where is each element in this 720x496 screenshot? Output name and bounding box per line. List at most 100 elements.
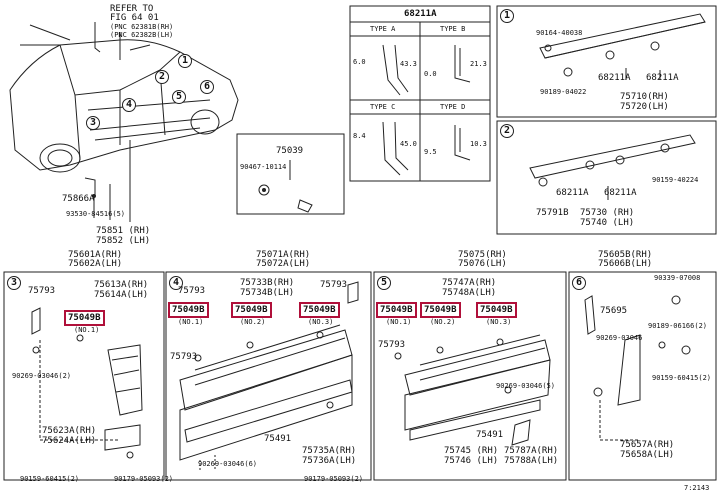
- section-5-number: 5: [377, 276, 391, 290]
- part-75735a[interactable]: 75735A(RH): [302, 446, 357, 456]
- s4-part-90179[interactable]: 90179-05093(2): [304, 475, 364, 483]
- part-75720[interactable]: 75720(LH): [620, 102, 669, 112]
- s4-no2: (NO.2): [240, 318, 266, 326]
- part-75624a[interactable]: 75624A(LH): [42, 436, 97, 446]
- section-5-head-rh[interactable]: 75075(RH): [458, 250, 507, 260]
- part-75614a[interactable]: 75614A(LH): [94, 290, 149, 300]
- part-75736a[interactable]: 75736A(LH): [302, 456, 357, 466]
- part-75730[interactable]: 75730 (RH): [580, 208, 635, 218]
- s5-part-75049b-1[interactable]: 75049B: [376, 302, 417, 318]
- part-68211a-3[interactable]: 68211A: [556, 188, 589, 198]
- s3-no1: (NO.1): [74, 326, 100, 334]
- s4-part-75793-b[interactable]: 75793: [320, 280, 348, 290]
- part-90189[interactable]: 90189-04022: [540, 88, 587, 96]
- s4-part-75491[interactable]: 75491: [264, 434, 292, 444]
- type-b-dim2: 21.3: [470, 60, 487, 68]
- s4-no3: (NO.3): [308, 318, 334, 326]
- part-93530[interactable]: 93530-84516(5): [66, 210, 126, 218]
- type-c-dim2: 45.0: [400, 140, 417, 148]
- type-table-title[interactable]: 68211A: [404, 9, 437, 19]
- s4-part-75049b-1[interactable]: 75049B: [168, 302, 209, 318]
- part-90339[interactable]: 90339-07008: [654, 274, 701, 282]
- section-4-number: 4: [169, 276, 183, 290]
- type-b-label: TYPE B: [440, 25, 466, 33]
- part-75740[interactable]: 75740 (LH): [580, 218, 635, 228]
- s4-part-90269[interactable]: 90269-03046(6): [198, 460, 258, 468]
- s4-part-75049b-2[interactable]: 75049B: [231, 302, 272, 318]
- part-75039[interactable]: 75039: [276, 146, 304, 156]
- section-4-head-lh[interactable]: 75072A(LH): [256, 259, 311, 269]
- part-75791b[interactable]: 75791B: [536, 208, 569, 218]
- pnc-lh-label: (PNC 62382B(LH): [110, 31, 174, 39]
- part-75710[interactable]: 75710(RH): [620, 92, 669, 102]
- callout-6[interactable]: 6: [200, 80, 214, 94]
- part-75866a[interactable]: 75866A: [62, 194, 95, 204]
- s5-no3: (NO.3): [486, 318, 512, 326]
- callout-5[interactable]: 5: [172, 90, 186, 104]
- part-75733b[interactable]: 75733B(RH): [240, 278, 295, 288]
- s4-part-75049b-3[interactable]: 75049B: [299, 302, 340, 318]
- fig-ref-label[interactable]: FIG 64 01: [110, 13, 159, 23]
- s3-part-90159[interactable]: 90159-60415(2): [20, 475, 80, 483]
- s6-part-90159[interactable]: 90159-60415(2): [652, 374, 712, 382]
- part-75734b[interactable]: 75734B(LH): [240, 288, 295, 298]
- part-75788a[interactable]: 75788A(LH): [504, 456, 559, 466]
- panel-2-number: 2: [500, 124, 514, 138]
- section-3-head-lh[interactable]: 75602A(LH): [68, 259, 123, 269]
- part-68211a-1[interactable]: 68211A: [598, 73, 631, 83]
- s5-part-90269[interactable]: 90269-03046(5): [496, 382, 556, 390]
- refer-to-label: REFER TO: [110, 4, 154, 14]
- part-75613a[interactable]: 75613A(RH): [94, 280, 149, 290]
- section-6-head-lh[interactable]: 75606B(LH): [598, 259, 653, 269]
- panel-1-number: 1: [500, 9, 514, 23]
- section-3-number: 3: [7, 276, 21, 290]
- part-75745[interactable]: 75745 (RH): [444, 446, 499, 456]
- part-90159-panel2[interactable]: 90159-40224: [652, 176, 699, 184]
- part-75746[interactable]: 75746 (LH): [444, 456, 499, 466]
- section-6-head-rh[interactable]: 75605B(RH): [598, 250, 653, 260]
- callout-1[interactable]: 1: [178, 54, 192, 68]
- s5-part-75049b-3[interactable]: 75049B: [476, 302, 517, 318]
- part-75852[interactable]: 75852 (LH): [96, 236, 151, 246]
- s5-part-75491[interactable]: 75491: [476, 430, 504, 440]
- part-90467[interactable]: 90467-10114: [240, 163, 287, 171]
- part-75747a[interactable]: 75747A(RH): [442, 278, 497, 288]
- part-68211a-2[interactable]: 68211A: [646, 73, 679, 83]
- part-75623a[interactable]: 75623A(RH): [42, 426, 97, 436]
- part-75748a[interactable]: 75748A(LH): [442, 288, 497, 298]
- s5-no2: (NO.2): [430, 318, 456, 326]
- car-illustration: [9, 22, 239, 222]
- s4-part-75793-c[interactable]: 75793: [170, 352, 198, 362]
- s3-part-90179[interactable]: 90179-05093(2): [114, 475, 174, 483]
- s3-part-75049b[interactable]: 75049B: [64, 310, 105, 326]
- s3-part-75793[interactable]: 75793: [28, 286, 56, 296]
- clip-box-frame: [236, 133, 345, 215]
- part-75695[interactable]: 75695: [600, 306, 628, 316]
- s6-part-90269[interactable]: 90269-03046: [596, 334, 643, 342]
- part-75658a[interactable]: 75658A(LH): [620, 450, 675, 460]
- section-5-frame: [373, 271, 567, 481]
- type-a-dim2: 43.3: [400, 60, 417, 68]
- section-5-head-lh[interactable]: 75076(LH): [458, 259, 507, 269]
- s5-part-75049b-2[interactable]: 75049B: [420, 302, 461, 318]
- s5-part-75793[interactable]: 75793: [378, 340, 406, 350]
- part-68211a-4[interactable]: 68211A: [604, 188, 637, 198]
- part-75787a[interactable]: 75787A(RH): [504, 446, 559, 456]
- s3-part-90269[interactable]: 90269-03046(2): [12, 372, 72, 380]
- section-3-frame: [3, 271, 165, 481]
- pnc-rh-label: (PNC 62381B(RH): [110, 23, 174, 31]
- section-4-head-rh[interactable]: 75071A(RH): [256, 250, 311, 260]
- s4-part-75793-a[interactable]: 75793: [178, 286, 206, 296]
- section-6-frame: [568, 271, 717, 481]
- part-75657a[interactable]: 75657A(RH): [620, 440, 675, 450]
- type-a-dim1: 6.0: [353, 58, 366, 66]
- part-90164[interactable]: 90164-40038: [536, 29, 583, 37]
- type-a-label: TYPE A: [370, 25, 396, 33]
- callout-3[interactable]: 3: [86, 116, 100, 130]
- part-75851[interactable]: 75851 (RH): [96, 226, 151, 236]
- section-3-head-rh[interactable]: 75601A(RH): [68, 250, 123, 260]
- s6-part-90189[interactable]: 90189-06166(2): [648, 322, 708, 330]
- callout-2[interactable]: 2: [155, 70, 169, 84]
- callout-4[interactable]: 4: [122, 98, 136, 112]
- section-4-frame: [165, 271, 372, 481]
